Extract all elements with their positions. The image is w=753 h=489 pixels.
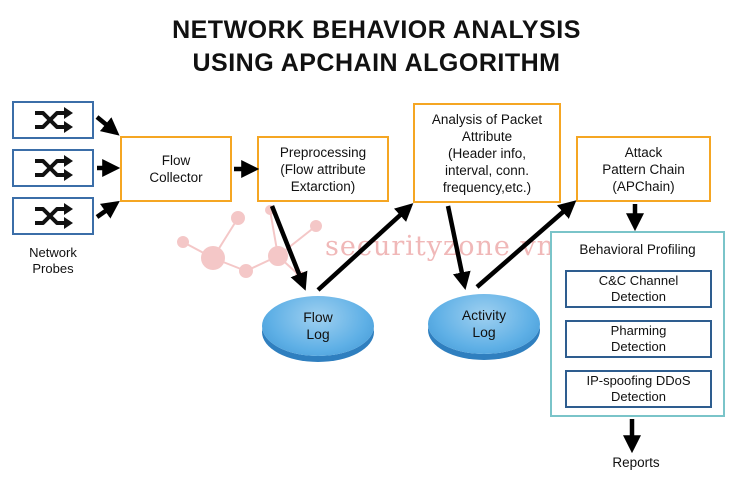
reports-label: Reports (612, 455, 660, 470)
apchain-line-1: Attack (624, 144, 663, 160)
network-probe-2 (12, 149, 94, 187)
packet-analysis-line-5: frequency,etc.) (442, 179, 532, 195)
ip-spoofing-ddos-detection-box: IP-spoofing DDoS Detection (565, 370, 712, 408)
cc-channel-line-1: C&C Channel (598, 273, 679, 288)
shuffle-arrows-icon (35, 155, 73, 181)
ip-spoofing-line-2: Detection (611, 389, 666, 404)
network-probes-label-line-2: Probes (32, 261, 74, 276)
ip-spoofing-line-1: IP-spoofing DDoS (586, 373, 691, 388)
preprocessing-box: Preprocessing (Flow attribute Extarction… (257, 136, 389, 202)
network-probe-1 (12, 101, 94, 139)
diagram-title-line-2: USING APCHAIN ALGORITHM (192, 49, 561, 77)
cc-channel-detection-box: C&C Channel Detection (565, 270, 712, 308)
flow-log-line-1: Flow (303, 309, 333, 325)
cc-channel-line-2: Detection (611, 289, 666, 304)
packet-analysis-line-3: (Header info, (447, 145, 527, 161)
arrow-preprocessing-to-flowlog (269, 205, 308, 291)
packet-analysis-box: Analysis of Packet Attribute (Header inf… (413, 103, 561, 203)
network-probes-label: Network Probes (8, 245, 98, 277)
flow-collector-line-1: Flow (161, 153, 191, 168)
behavioral-profiling-title: Behavioral Profiling (579, 242, 696, 257)
preprocessing-line-1: Preprocessing (279, 144, 367, 160)
flow-collector-line-2: Collector (149, 170, 203, 185)
apchain-line-2: Pattern Chain (602, 161, 685, 177)
network-probes-label-line-1: Network (29, 245, 77, 260)
activity-log-cylinder: Activity Log (428, 294, 540, 354)
apchain-line-3: (APChain) (612, 178, 675, 194)
pharming-line-2: Detection (611, 339, 666, 354)
arrow-probe3-to-collector (95, 200, 120, 219)
shuffle-arrows-icon (35, 107, 73, 133)
flow-collector-box: Flow Collector (120, 136, 232, 202)
flow-log-line-2: Log (306, 326, 330, 342)
packet-analysis-line-1: Analysis of Packet (431, 111, 543, 127)
diagram-title-line-1: NETWORK BEHAVIOR ANALYSIS (172, 16, 581, 44)
activity-log-line-2: Log (472, 324, 496, 340)
watermark-text: securityzone.vn (325, 231, 556, 262)
pharming-detection-box: Pharming Detection (565, 320, 712, 358)
apchain-box: Attack Pattern Chain (APChain) (576, 136, 711, 202)
network-probe-3 (12, 197, 94, 235)
shuffle-arrows-icon (35, 203, 73, 229)
arrow-probe1-to-collector (95, 115, 120, 136)
flow-log-cylinder: Flow Log (262, 296, 374, 356)
activity-log-line-1: Activity (461, 307, 507, 323)
behavioral-profiling-panel: Behavioral Profiling C&C Channel Detecti… (550, 231, 725, 417)
packet-analysis-line-4: interval, conn. (444, 162, 530, 178)
packet-analysis-line-2: Attribute (461, 128, 513, 144)
pharming-line-1: Pharming (610, 323, 667, 338)
preprocessing-line-2: (Flow attribute (280, 161, 366, 177)
preprocessing-line-3: Extarction) (290, 178, 356, 194)
